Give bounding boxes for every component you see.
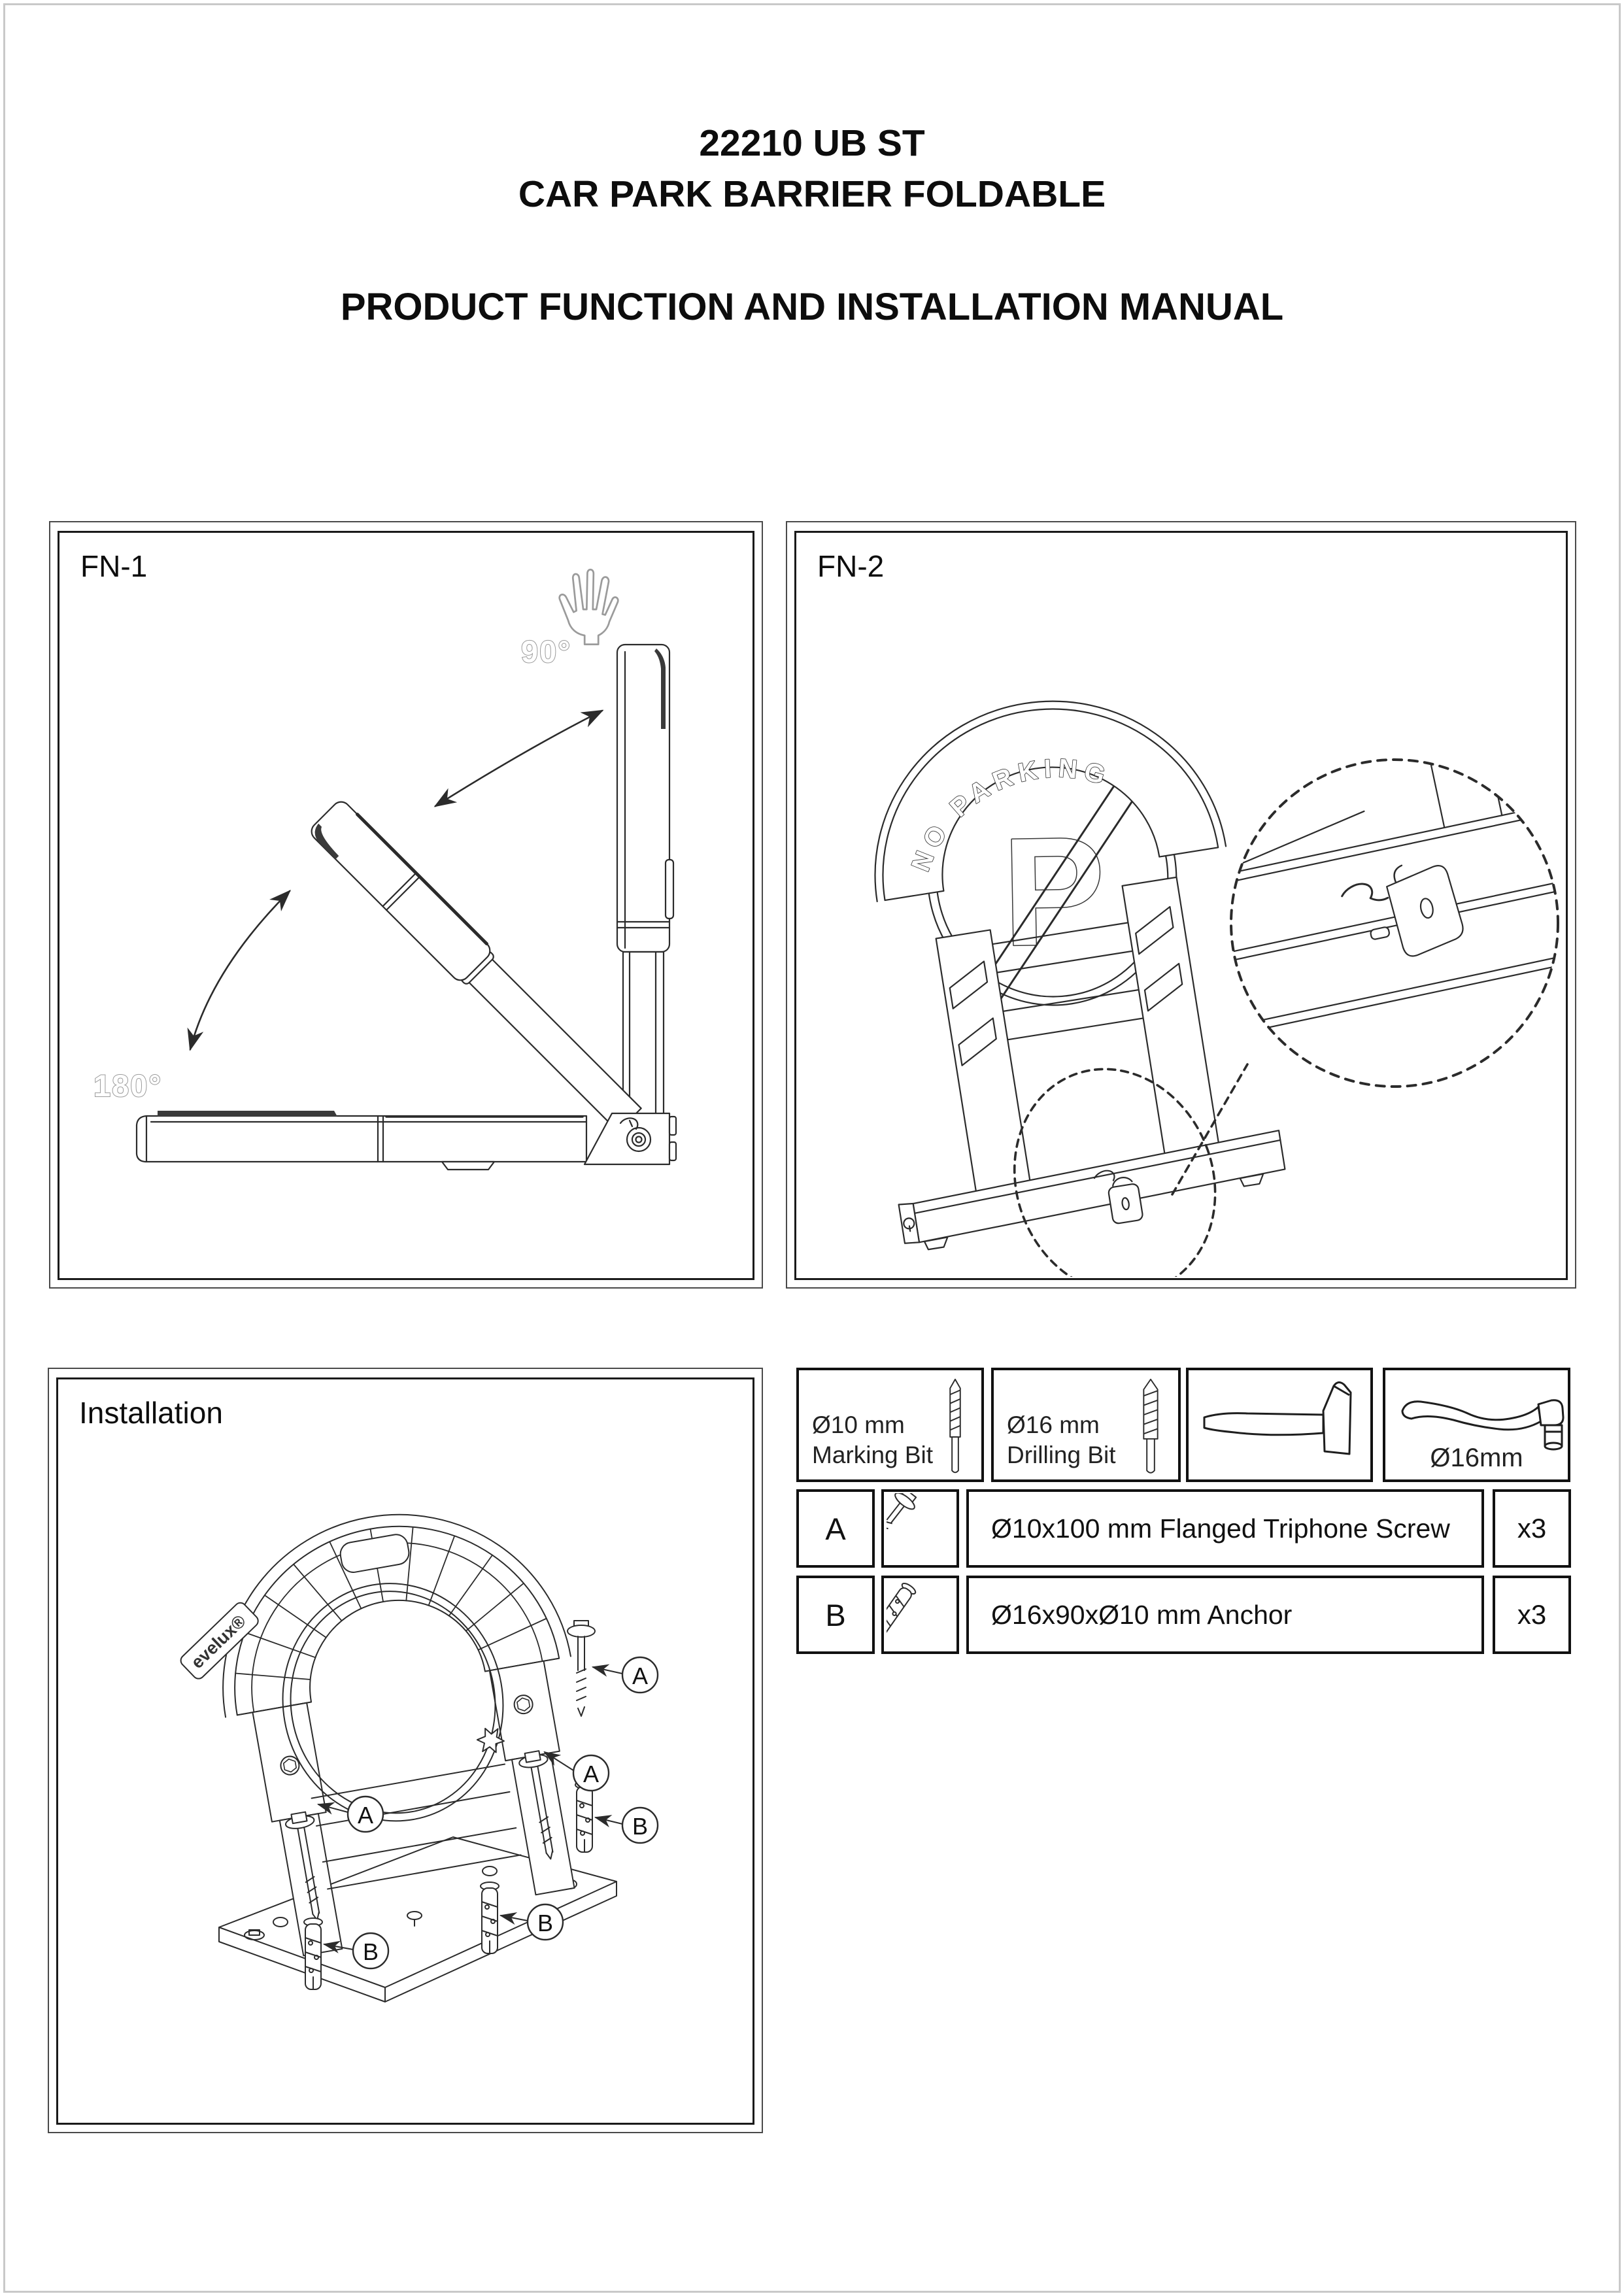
barrier-arm-diagonal	[311, 801, 642, 1132]
legs	[252, 1660, 575, 1957]
fn2-drawing: P NO PARKING	[874, 700, 1559, 1277]
svg-text:A: A	[583, 1761, 599, 1787]
detail-callout-ellipse	[1013, 1068, 1217, 1277]
screw-a-icon	[567, 1620, 596, 1717]
fn2-label: FN-2	[817, 549, 885, 583]
tool-label: Ø16 mm Drilling Bit	[1007, 1411, 1116, 1468]
installation-drawing: evelux®	[180, 1513, 659, 2002]
lock-cylinder-icon	[619, 1117, 652, 1153]
hammer-icon	[1203, 1381, 1352, 1455]
item-a-id: A	[796, 1489, 875, 1568]
rotation-arrow-upper	[433, 709, 604, 807]
sign-disc-edge	[282, 1583, 504, 1822]
angle-90-label: 90°	[521, 634, 571, 669]
legs	[935, 876, 1221, 1211]
padlock-detail-view	[1231, 760, 1558, 1036]
callout-b: B	[322, 1932, 390, 1970]
rotation-arrow-lower	[187, 889, 292, 1051]
anchor-b-icon	[575, 1780, 594, 1853]
callout-a: A	[543, 1751, 610, 1792]
installation-panel-inner: Installation	[56, 1377, 754, 2125]
product-code: 22210 UB ST	[699, 122, 925, 164]
handle-notch	[339, 1534, 410, 1573]
fn1-label: FN-1	[80, 549, 148, 583]
angle-180-label: 180°	[93, 1068, 162, 1103]
tool-box-socket-wrench: Ø16mm	[1383, 1368, 1570, 1482]
page-border	[3, 3, 1621, 2293]
detail-zoom-circle	[1230, 758, 1559, 1088]
fn1-panel-inner: FN-1 90° 180°	[58, 531, 754, 1280]
drill-bit-icon	[949, 1378, 961, 1474]
svg-text:B: B	[363, 1938, 379, 1965]
corner-screw-head	[244, 1929, 265, 1940]
svg-text:A: A	[358, 1802, 373, 1829]
anchor-icon	[887, 1582, 917, 1638]
installation-label: Installation	[79, 1396, 223, 1430]
product-name: CAR PARK BARRIER FOLDABLE	[518, 173, 1106, 215]
clip-star	[476, 1727, 505, 1753]
manual-title: PRODUCT FUNCTION AND INSTALLATION MANUAL	[340, 286, 1284, 328]
barrier-arm-flat	[135, 1111, 588, 1171]
no-parking-sign: P	[926, 748, 1177, 1006]
callout-b: B	[499, 1903, 564, 1941]
screw-icon	[887, 1493, 917, 1550]
barrier-upright: P NO PARKING	[874, 700, 1286, 1277]
sign-letter: P	[1001, 804, 1106, 978]
svg-text:B: B	[537, 1910, 553, 1936]
installation-panel: Installation	[48, 1368, 763, 2133]
tool-label: Ø10 mm Marking Bit	[812, 1411, 934, 1468]
fn1-panel: FN-1 90° 180°	[49, 521, 763, 1289]
arch-ring	[882, 708, 1219, 902]
socket-wrench-icon	[1401, 1399, 1565, 1451]
item-b-qty: x3	[1493, 1576, 1571, 1654]
padlock-large-icon	[1341, 864, 1464, 957]
svg-text:B: B	[632, 1813, 648, 1840]
item-a-icon-box	[881, 1489, 959, 1568]
fn2-panel: FN-2 P	[786, 521, 1576, 1289]
wrench-size-label: Ø16mm	[1430, 1443, 1523, 1472]
item-b-description: Ø16x90xØ10 mm Anchor	[966, 1576, 1484, 1654]
callout-a: A	[316, 1795, 384, 1833]
anchor-b-icon	[303, 1917, 323, 1990]
anchor-b-icon	[480, 1882, 499, 1954]
callout-connector	[1171, 1063, 1249, 1196]
barrier-arm-vertical	[616, 643, 675, 1117]
screw-in-right-leg	[518, 1750, 554, 1860]
item-a-description: Ø10x100 mm Flanged Triphone Screw	[966, 1489, 1484, 1568]
callout-a: A	[591, 1656, 659, 1694]
callout-b: B	[594, 1806, 659, 1844]
drill-bit-icon	[1143, 1378, 1159, 1474]
tool-box-hammer	[1186, 1368, 1373, 1482]
base-bar	[898, 1130, 1286, 1251]
barrier-frame: evelux®	[180, 1513, 575, 1957]
item-a-qty: x3	[1493, 1489, 1571, 1568]
item-b-id: B	[796, 1576, 875, 1654]
screw-in-left-leg	[284, 1811, 320, 1921]
svg-text:A: A	[632, 1663, 648, 1689]
item-b-icon-box	[881, 1576, 959, 1654]
pivot-bracket	[583, 1112, 677, 1166]
tool-box-drilling-bit: Ø16 mm Drilling Bit	[991, 1368, 1181, 1482]
fn1-drawing: 90° 180°	[93, 568, 677, 1171]
tool-box-marking-bit: Ø10 mm Marking Bit	[796, 1368, 984, 1482]
fn2-panel-inner: FN-2 P	[794, 531, 1568, 1280]
hand-icon	[558, 568, 619, 646]
padlock-icon	[1093, 1170, 1143, 1224]
